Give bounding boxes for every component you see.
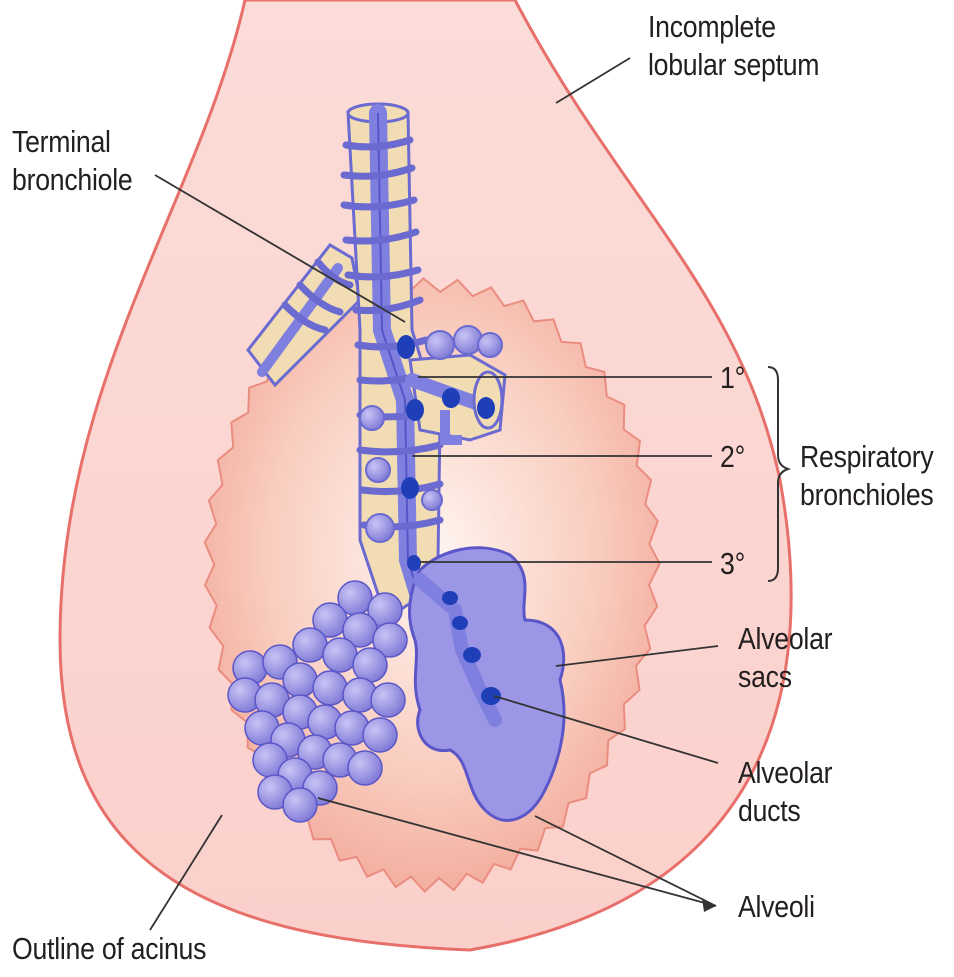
- alveolus-bud: [478, 333, 502, 357]
- alveolus: [283, 663, 317, 697]
- alveolus-bud: [366, 514, 394, 542]
- alveolus-bud: [422, 490, 442, 510]
- label-respiratory-bronchioles: Respiratory bronchioles: [800, 438, 934, 514]
- label-incomplete-septum: Incomplete lobular septum: [648, 8, 819, 84]
- label-order-3: 3°: [720, 545, 745, 583]
- label-alveoli: Alveoli: [738, 888, 815, 926]
- alveolus: [371, 683, 405, 717]
- alveolus: [348, 751, 382, 785]
- label-alveolar-ducts: Alveolar ducts: [738, 754, 832, 830]
- label-outline-of-acinus: Outline of acinus: [12, 930, 206, 968]
- label-order-1: 1°: [720, 359, 745, 397]
- alveolus-bud: [426, 331, 454, 359]
- alveolus: [323, 638, 357, 672]
- alveolus: [313, 671, 347, 705]
- alveolus: [283, 788, 317, 822]
- label-alveolar-sacs: Alveolar sacs: [738, 620, 832, 696]
- label-terminal-bronchiole: Terminal bronchiole: [12, 123, 132, 199]
- alveolus-bud: [366, 458, 390, 482]
- alveolus-bud: [454, 326, 482, 354]
- label-order-2: 2°: [720, 438, 745, 476]
- alveolus: [363, 718, 397, 752]
- arrowhead: [702, 898, 716, 912]
- alveolus: [353, 648, 387, 682]
- alveolus: [293, 628, 327, 662]
- alveolus-bud: [360, 406, 384, 430]
